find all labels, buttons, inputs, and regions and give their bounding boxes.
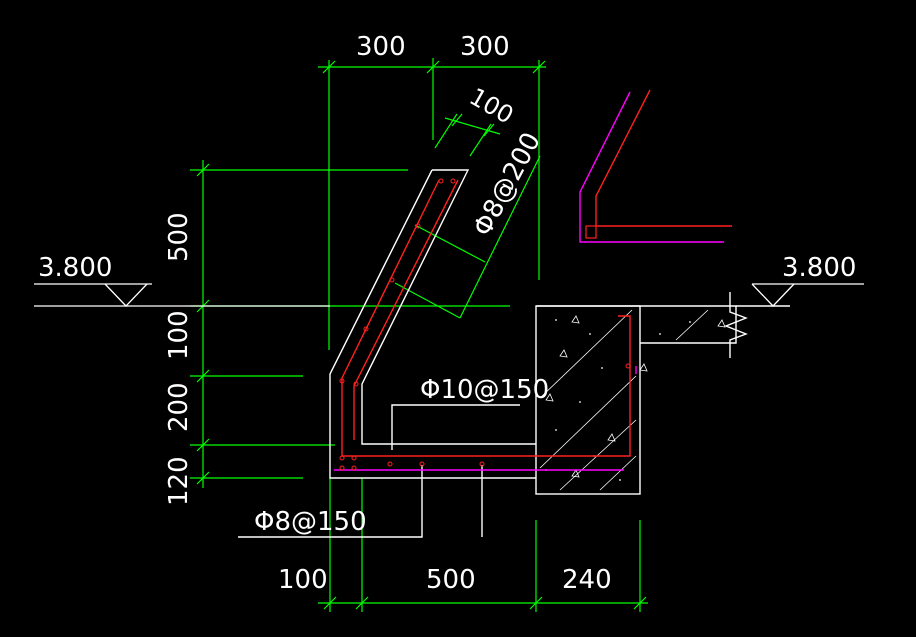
dim-bottom-240-label: 240 [562,565,612,595]
elevation-marker-left [34,283,330,307]
rebar-hook-detail [585,225,597,239]
dim-top-right-label: 300 [460,32,510,62]
rebar-bottom-main-label: Φ10@150 [420,375,549,405]
elevation-right-label: 3.800 [782,253,856,283]
dim-height-120-label: 120 [164,456,194,506]
rebar-section-dots [339,178,631,471]
dimension-lines [190,58,648,612]
dim-height-200-label: 200 [164,382,194,432]
dim-top-left-label: 300 [356,32,406,62]
dim-height-500-label: 500 [164,212,194,262]
rebar-bottom-dist-label: Φ8@150 [254,507,367,537]
dim-bottom-500-label: 500 [426,565,476,595]
concrete-aggregate-marks [545,315,726,478]
dim-height-100-label: 100 [164,310,194,360]
concrete-outline [238,169,790,538]
wall-hatching [539,309,709,491]
rebar-red [341,89,732,457]
dim-thickness-label: 100 [465,82,519,129]
rebar-magenta [334,91,724,471]
elevation-left-label: 3.800 [38,253,112,283]
dim-bottom-100-label: 100 [278,565,328,595]
rebar-slope-label: Φ8@200 [468,128,547,242]
elevation-marker-right [751,283,864,307]
